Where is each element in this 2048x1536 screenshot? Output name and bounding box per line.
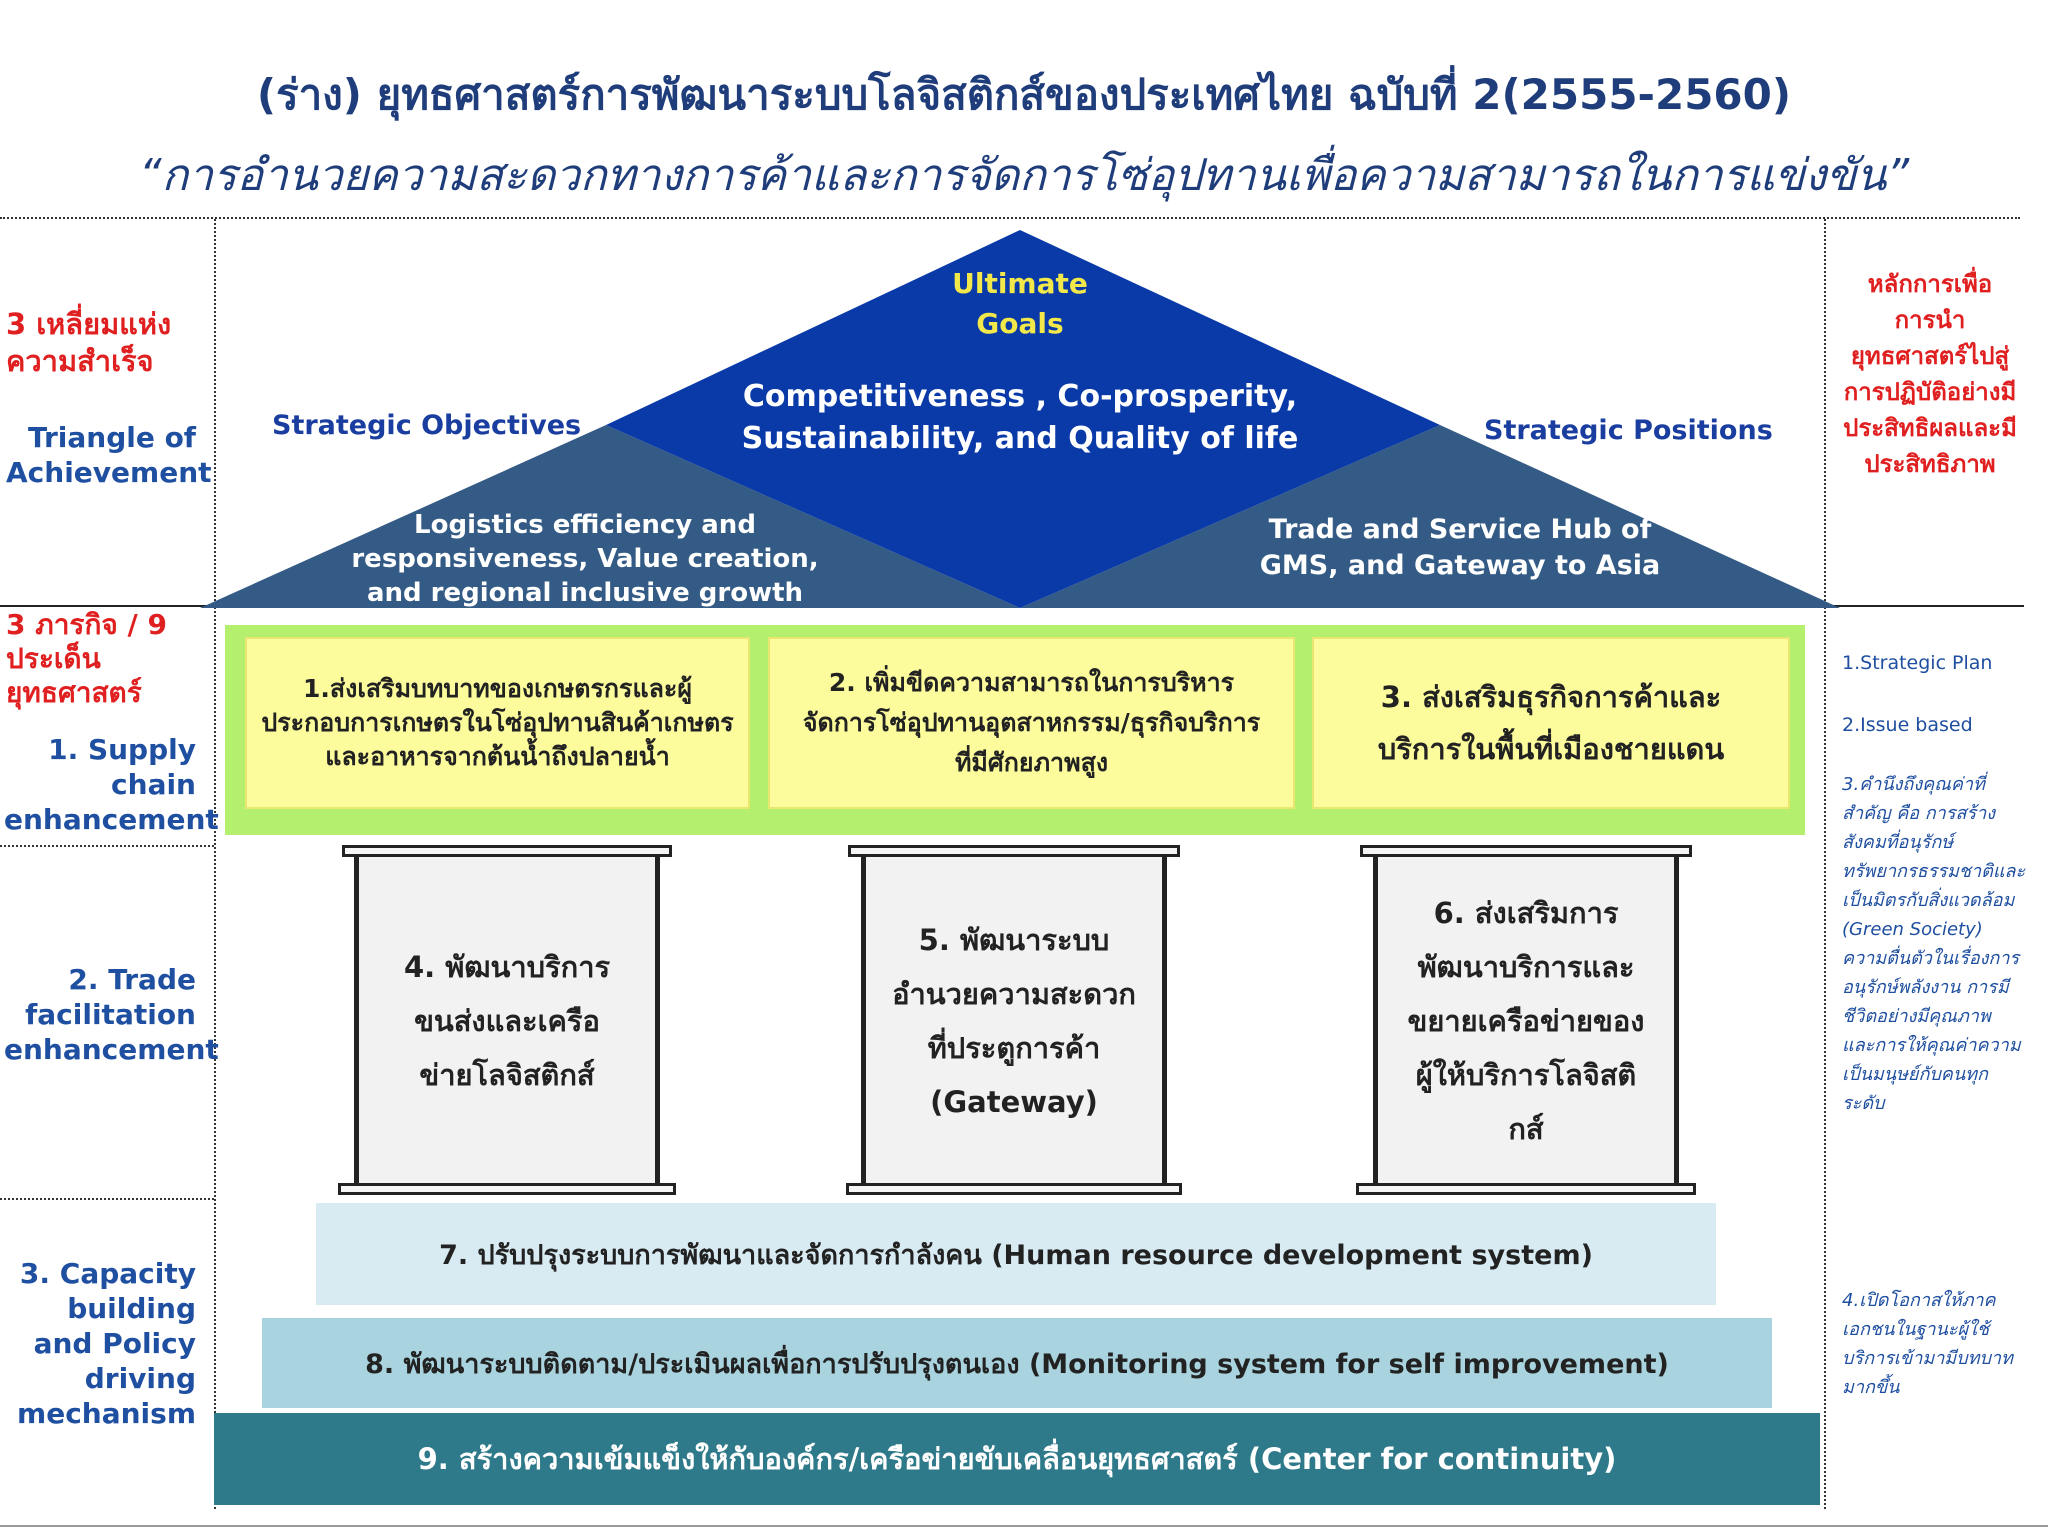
triangle-label-en: Triangle of Achievement — [6, 421, 212, 489]
left-row-divider — [0, 605, 214, 607]
main-title: (ร่าง) ยุทธศาสตร์การพัฒนาระบบโลจิสติกส์ข… — [256, 70, 1792, 119]
center-diamond — [606, 230, 1440, 608]
principle-item-2: 2.Issue based — [1842, 714, 1973, 736]
right-roof-triangle — [1020, 425, 1840, 608]
ultimate-goals-label: Ultimate Goals — [952, 267, 1088, 340]
strategic-positions-label: Strategic Positions — [1484, 415, 1773, 446]
principles-label: หลักการเพื่อการนำยุทธศาสตร์ไปสู่การปฏิบั… — [1843, 270, 2017, 478]
principle-item-4: 4.เปิดโอกาสให้ภาคเอกชนในฐานะผู้ใช้บริการ… — [1842, 1290, 2013, 1398]
pillar-2: 5. พัฒนาระบบอำนวยความสะดวกที่ประตูการค้า… — [861, 857, 1167, 1185]
capacity-building-label: 3. Capacity building and Policy driving … — [17, 1257, 196, 1430]
ultimate-goals-text: Competitiveness , Co-prosperity, Sustain… — [741, 379, 1299, 456]
left-divider-2 — [0, 845, 214, 847]
strategic-objectives-text: Logistics efficiency and responsiveness,… — [351, 510, 819, 608]
left-roof-triangle — [200, 425, 1020, 608]
supply-chain-label: 1. Supply chain enhancement — [4, 733, 219, 836]
right-column-divider — [1824, 219, 1826, 1509]
step-8: 8. พัฒนาระบบติดตาม/ประเมินผลเพื่อการปรับ… — [262, 1318, 1772, 1408]
strategic-positions-text: Trade and Service Hub of GMS, and Gatewa… — [1259, 514, 1661, 581]
pillar-2-base — [846, 1183, 1182, 1195]
supply-box-1: 1.ส่งเสริมบทบาทของเกษตรกรและผู้ประกอบการ… — [245, 637, 750, 809]
pillar-1-top-cap — [342, 845, 672, 857]
step-7: 7. ปรับปรุงระบบการพัฒนาและจัดการกำลังคน … — [316, 1203, 1716, 1305]
pillar-3-base — [1356, 1183, 1696, 1195]
pillar-3: 6. ส่งเสริมการพัฒนาบริการและขยายเครือข่า… — [1373, 857, 1679, 1185]
trade-facilitation-label: 2. Trade facilitation enhancement — [4, 963, 219, 1066]
left-column-divider — [214, 219, 216, 1509]
step-9: 9. สร้างความเข้มแข็งให้กับองค์กร/เครือข่… — [214, 1413, 1820, 1505]
left-divider-3 — [0, 1198, 214, 1200]
right-row-divider — [1824, 605, 2024, 607]
principle-item-3: 3.คำนึงถึงคุณค่าที่สำคัญ คือ การสร้างสัง… — [1842, 774, 2026, 1114]
principle-item-1: 1.Strategic Plan — [1842, 652, 1993, 674]
strategic-objectives-label: Strategic Objectives — [272, 410, 582, 441]
pillar-3-top-cap — [1360, 845, 1692, 857]
pillar-1-base — [338, 1183, 676, 1195]
triangle-label-th: 3 เหลี่ยมแห่งความสำเร็จ — [6, 307, 172, 378]
missions-label-th: 3 ภารกิจ / 9 ประเด็นยุทธศาสตร์ — [6, 608, 168, 709]
bottom-border — [0, 1525, 2048, 1527]
pillar-1: 4. พัฒนาบริการขนส่งและเครือข่ายโลจิสติกส… — [354, 857, 660, 1185]
pillar-2-top-cap — [848, 845, 1180, 857]
subtitle: “การอำนวยความสะดวกทางการค้าและการจัดการโ… — [138, 150, 1910, 201]
header-divider — [0, 217, 2020, 219]
supply-box-3: 3. ส่งเสริมธุรกิจการค้าและบริการในพื้นที… — [1312, 637, 1790, 809]
supply-box-2: 2. เพิ่มขีดความสามารถในการบริหารจัดการโซ… — [768, 637, 1295, 809]
